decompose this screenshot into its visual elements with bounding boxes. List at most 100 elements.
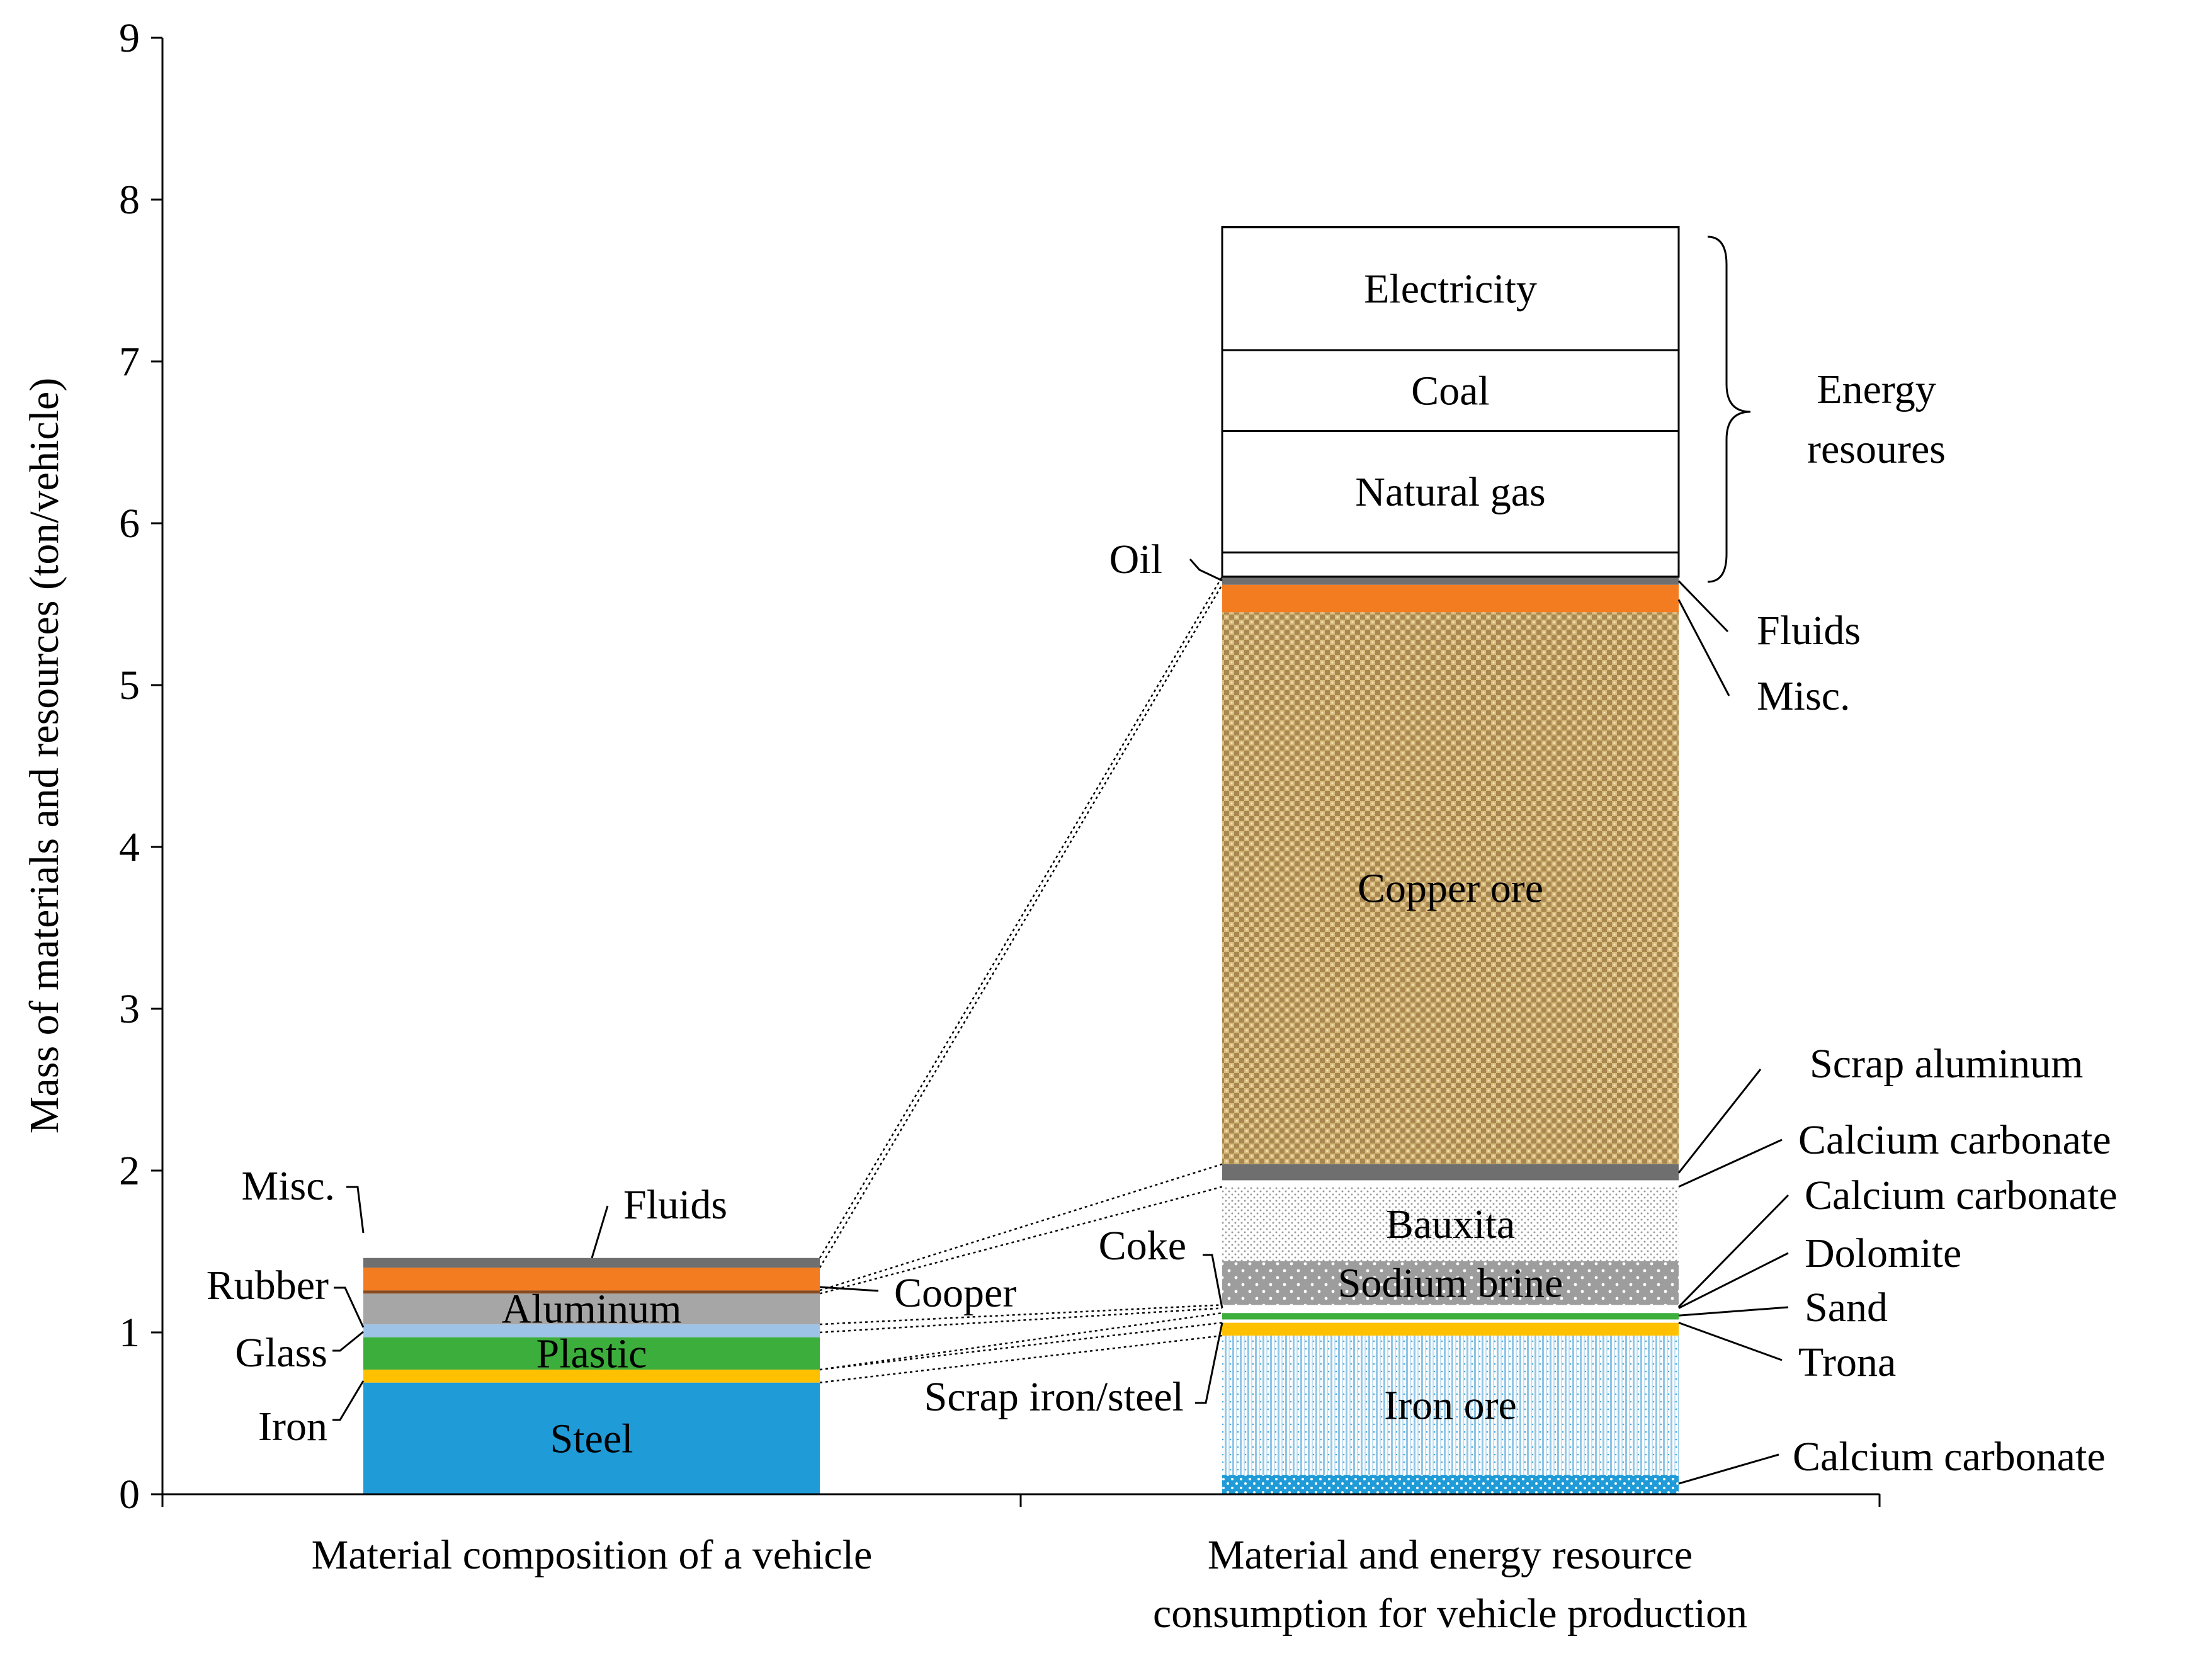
energy-brace-label-line-2: resoures <box>1807 426 1946 472</box>
bar-segment-scrap-aluminum <box>1222 1164 1679 1181</box>
energy-brace-path <box>1707 236 1751 583</box>
callout-line-glass <box>332 1331 364 1352</box>
bar-segment-coal <box>1221 349 1680 433</box>
bar-segment-glass <box>363 1332 820 1337</box>
bar-segment-coke <box>1222 1308 1679 1314</box>
callout-line-fluids <box>591 1205 609 1259</box>
bar-segment-natural-gas <box>1221 430 1680 553</box>
callout-label-glass: Glass <box>235 1330 327 1376</box>
bar-segment-calcium-carbonate <box>1222 1180 1679 1187</box>
callout-line-scrap-aluminum <box>1677 1069 1762 1174</box>
energy-group-outline <box>1221 226 1680 578</box>
segment-label-aluminum: Aluminum <box>501 1286 681 1332</box>
bar-segment-misc <box>363 1268 820 1291</box>
callout-label-fluids: Fluids <box>1757 608 1861 654</box>
segment-label-electricity: Electricity <box>1364 266 1537 312</box>
bar-segment-misc <box>1222 584 1679 613</box>
x-category-label-2-line-2: consumption for vehicle production <box>1153 1591 1747 1637</box>
y-tick-label: 7 <box>119 339 140 385</box>
y-tick-label: 2 <box>119 1148 140 1194</box>
bar-segment-oil <box>1221 551 1680 578</box>
y-tick-label: 1 <box>119 1310 140 1356</box>
y-tick-label: 0 <box>119 1472 140 1518</box>
bar-segment-sodium-brine <box>1222 1261 1679 1305</box>
bar-segment-iron-ore <box>1222 1336 1679 1475</box>
callout-line-iron <box>332 1380 365 1421</box>
callout-label-scrap-iron-steel: Scrap iron/steel <box>924 1374 1184 1420</box>
bar-segment-iron <box>363 1370 820 1383</box>
connector-line <box>819 1322 1223 1371</box>
segment-label-bauxita: Bauxita <box>1386 1201 1515 1247</box>
callout-line-dolomite <box>1678 1252 1789 1309</box>
segment-label-steel: Steel <box>550 1416 633 1462</box>
callout-line-misc <box>346 1186 365 1234</box>
bar-segment-bauxita <box>1222 1186 1679 1261</box>
callout-line-oil <box>1189 559 1223 582</box>
bar-segment-trona <box>1222 1319 1679 1323</box>
callout-line-rubber <box>334 1286 365 1328</box>
callout-label-oil: Oil <box>1109 536 1162 582</box>
bar-segment-dolomite <box>1222 1305 1679 1308</box>
energy-brace: Energy resoures <box>1707 236 1946 583</box>
connector-line <box>819 1312 1223 1371</box>
y-tick-label: 8 <box>119 177 140 223</box>
callout-label-fluids: Fluids <box>623 1182 727 1228</box>
callout-label-cooper: Cooper <box>894 1270 1016 1316</box>
segment-label-plastic: Plastic <box>536 1331 647 1376</box>
callout-line-misc <box>1677 599 1730 696</box>
x-category-label-1: Material composition of a vehicle <box>312 1532 873 1578</box>
callout-label-sand: Sand <box>1805 1285 1888 1331</box>
callout-label-calcium-carbonate-upper: Calcium carbonate <box>1805 1172 2118 1218</box>
y-tick-label: 9 <box>119 15 140 61</box>
connector-line <box>819 1186 1223 1295</box>
bar-segment-plastic <box>363 1337 820 1370</box>
y-tick-label: 6 <box>119 501 140 547</box>
y-tick-label: 5 <box>119 662 140 708</box>
x-category-label-2-line-1: Material and energy resource <box>1208 1532 1693 1578</box>
callout-line-sand <box>1678 1306 1789 1317</box>
callout-line-coke <box>1203 1254 1223 1308</box>
energy-brace-label-line-1: Energy <box>1817 366 1936 412</box>
bars-layer <box>363 226 1680 1494</box>
callout-line-calcium-carbonate <box>1678 1138 1783 1188</box>
connector-line <box>819 576 1223 1259</box>
bar-segment-calcium-carbonate <box>1222 1475 1679 1494</box>
segment-label-sodium-brine: Sodium brine <box>1338 1261 1563 1307</box>
callout-line-cooper <box>819 1286 879 1292</box>
callout-line-scrap-iron-steel <box>1195 1322 1223 1404</box>
callout-label-trona: Trona <box>1798 1339 1896 1385</box>
connector-lines <box>819 576 1223 1383</box>
callout-label-misc: Misc. <box>1757 673 1851 719</box>
callout-line-dolomite <box>1677 1194 1789 1308</box>
y-tick-label: 4 <box>119 824 140 870</box>
connector-line <box>819 1304 1223 1325</box>
bar-segment-cooper <box>363 1290 820 1294</box>
bar-segment-fluids <box>1222 576 1679 585</box>
segment-label-copper-ore: Copper ore <box>1358 866 1543 912</box>
bar-segment-scrap-iron-steel <box>1222 1322 1679 1336</box>
callout-label-coke: Coke <box>1099 1223 1186 1269</box>
callout-line-calcium-carbonate <box>1678 1453 1779 1485</box>
connector-line <box>819 584 1223 1268</box>
bar-segment-electricity <box>1221 226 1680 351</box>
bar-segment-rubber <box>363 1324 820 1332</box>
bar-segment-steel <box>363 1382 820 1494</box>
callout-label-scrap-aluminum: Scrap aluminum <box>1810 1041 2083 1087</box>
callout-label-calcium-carbonate: Calcium carbonate <box>1798 1117 2111 1163</box>
callout-label-calcium-carbonate: Calcium carbonate <box>1793 1434 2106 1480</box>
bar-segment-copper-ore <box>1222 612 1679 1164</box>
connector-line <box>819 1307 1223 1334</box>
callout-label-rubber: Rubber <box>207 1263 329 1308</box>
callout-label-iron: Iron <box>258 1404 327 1450</box>
callout-line-fluids <box>1677 580 1729 633</box>
axes-layer <box>161 38 1881 1507</box>
callout-line-trona <box>1678 1322 1783 1361</box>
bar-segment-aluminum <box>363 1293 820 1325</box>
segment-label-iron-ore: Iron ore <box>1384 1383 1517 1429</box>
segment-label-natural-gas: Natural gas <box>1355 469 1545 515</box>
y-axis-title: Mass of materials and resources (ton/veh… <box>21 378 67 1133</box>
callout-label-misc: Misc. <box>242 1163 336 1209</box>
